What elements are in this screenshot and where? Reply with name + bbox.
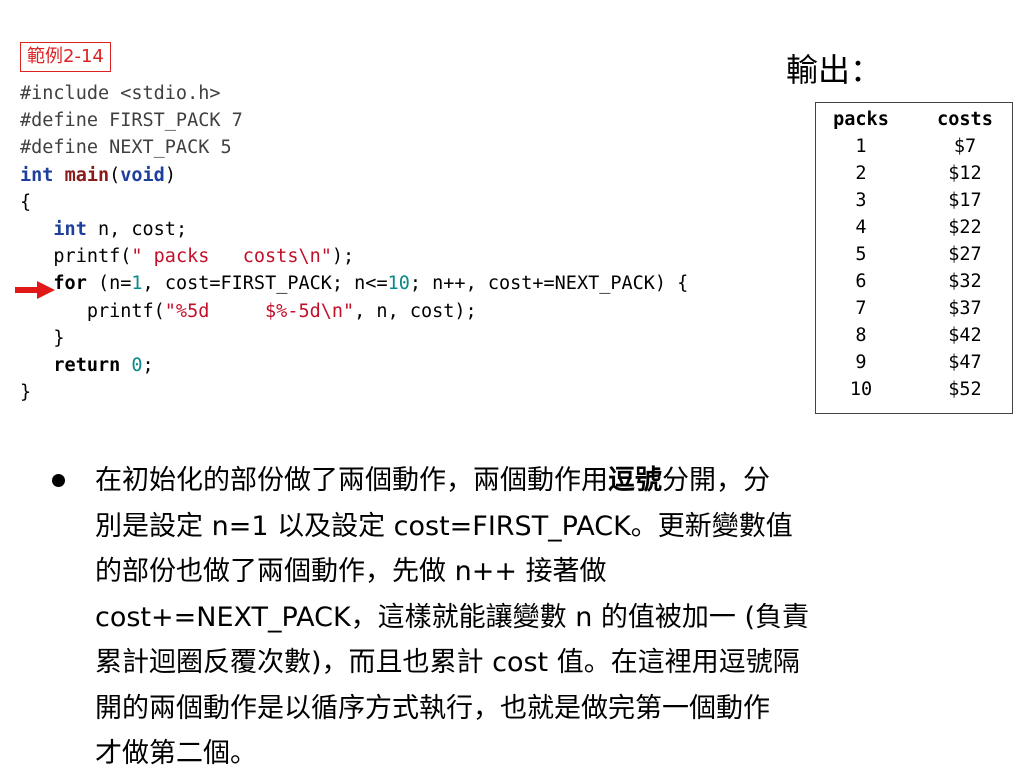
output-cell: $22 (948, 217, 982, 238)
output-cell: $47 (948, 352, 982, 373)
output-cell: $42 (948, 325, 982, 346)
output-cell: $27 (948, 244, 982, 265)
output-row: 6 $32 (816, 268, 1012, 295)
output-row: 2 $12 (816, 160, 1012, 187)
output-row: 5 $27 (816, 241, 1012, 268)
paragraph-line: 才做第二個。 (95, 738, 257, 769)
code-line: #define FIRST_PACK 7 (20, 110, 243, 132)
example-label: 範例2-14 (20, 42, 111, 72)
output-cell: $7 (953, 136, 977, 157)
code-line: for (n=1, cost=FIRST_PACK; n<=10; n++, c… (53, 273, 689, 295)
output-row: 10 $52 (816, 376, 1012, 403)
code-line: { (20, 191, 32, 213)
output-cell: 4 (855, 217, 867, 238)
paragraph-line: 開的兩個動作是以循序方式執行，也就是做完第一個動作 (95, 692, 770, 724)
output-row: 3 $17 (816, 187, 1012, 214)
code-line: printf(" packs costs\n"); (20, 246, 355, 268)
output-title: 輸出： (786, 51, 883, 89)
output-row: 4 $22 (816, 214, 1012, 241)
output-table: packs costs 1 $7 2 $12 3 $17 4 $22 5 $27 6 $32 7 $37 8 $4… (815, 102, 1013, 414)
output-row: 8 $42 (816, 322, 1012, 349)
output-cell: $32 (948, 271, 982, 292)
output-cell: $17 (948, 190, 982, 211)
output-cell: 6 (855, 271, 867, 292)
code-line: #define NEXT_PACK 5 (20, 137, 232, 159)
code-line: int n, cost; (53, 218, 188, 240)
output-header-cell: packs (833, 109, 889, 130)
code-line: } (20, 382, 32, 404)
red-arrow-icon (15, 281, 55, 299)
paragraph-line: 的部份也做了兩個動作，先做 n++ 接著做 (95, 556, 607, 587)
output-cell: 7 (855, 298, 867, 319)
output-row: 7 $37 (816, 295, 1012, 322)
output-cell: 8 (855, 325, 867, 346)
paragraph-line: 別是設定 n=1 以及設定 cost=FIRST_PACK。更新變數值 (95, 510, 793, 542)
output-header-cell: costs (937, 109, 993, 130)
bullet-paragraph: 在初始化的部份做了兩個動作，兩個動作用逗號分開，分別是設定 n=1 以及設定 c… (95, 458, 995, 777)
output-cell: 1 (855, 136, 867, 157)
code-line: } (20, 327, 65, 349)
code-listing: #include <stdio.h> #define FIRST_PACK 7 #d… (20, 80, 688, 406)
output-cell: 5 (855, 244, 867, 265)
output-cell: 2 (855, 163, 867, 184)
output-cell: $37 (948, 298, 982, 319)
bullet-dot-icon (52, 474, 65, 487)
paragraph-line: 在初始化的部份做了兩個動作，兩個動作用逗號分開，分 (95, 465, 770, 496)
paragraph-line: cost+=NEXT_PACK，這樣就能讓變數 n 的值被加一 (負責 (95, 601, 810, 633)
code-line: return 0; (53, 354, 154, 376)
output-row: 1 $7 (816, 133, 1012, 160)
paragraph-line: 累計迴圈反覆次數)，而且也累計 cost 值。在這裡用逗號隔 (95, 647, 800, 678)
output-cell: 9 (855, 352, 867, 373)
output-header-row: packs costs (816, 106, 1012, 133)
code-line: int main(void) (20, 164, 176, 186)
output-cell: $52 (948, 379, 982, 400)
output-cell: 3 (855, 190, 867, 211)
output-cell: 10 (849, 379, 873, 400)
code-line: printf("%5d $%-5d\n", n, cost); (20, 300, 477, 322)
output-row: 9 $47 (816, 349, 1012, 376)
output-cell: $12 (948, 163, 982, 184)
code-line: #include <stdio.h> (20, 83, 221, 104)
